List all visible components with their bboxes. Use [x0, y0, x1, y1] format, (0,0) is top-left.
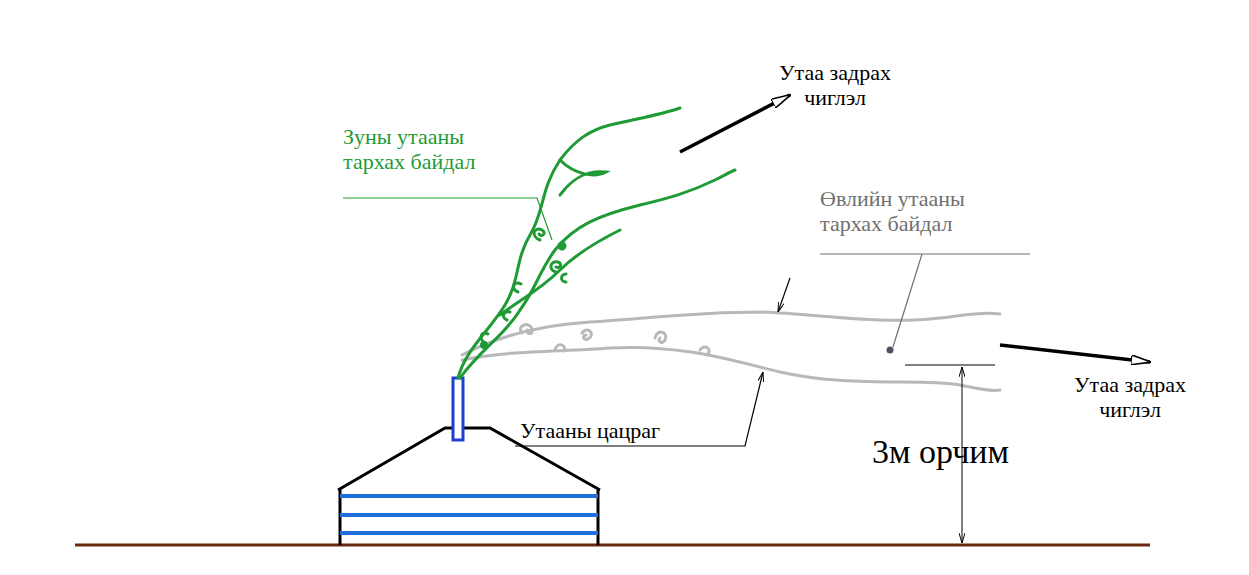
ground-line	[75, 544, 1150, 547]
winter-smoke-label: Өвлийн утааны тархах байдал	[820, 186, 1020, 237]
direction-arrow	[1000, 345, 1150, 362]
summer-smoke-label: Зуны утааны тархах байдал	[343, 124, 513, 175]
smoke-jet-label: Утааны цацраг	[520, 418, 760, 443]
dimension-label: 3м орчим	[872, 432, 1072, 471]
winter-smoke	[462, 312, 1000, 391]
direction-label: Утаа задрах чиглэл	[765, 60, 905, 111]
summer-smoke	[458, 108, 735, 378]
direction-arrow	[680, 95, 790, 152]
yurt	[338, 378, 600, 545]
direction-label: Утаа задрах чиглэл	[1055, 372, 1205, 423]
chimney	[453, 378, 463, 440]
